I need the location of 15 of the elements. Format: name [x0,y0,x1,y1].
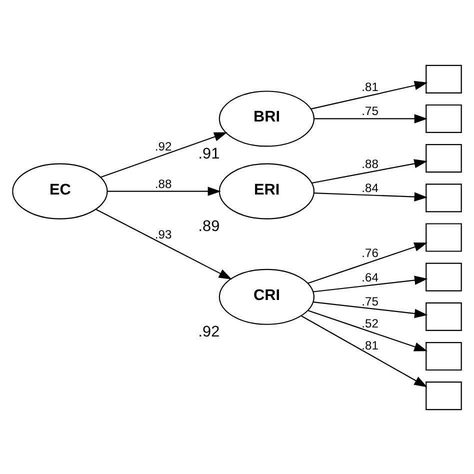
edge-label: .81 [362,338,378,352]
edge-label: .76 [362,246,378,260]
node-label: .92 [198,323,220,340]
edge-label: .81 [362,80,378,94]
edge-label: .75 [362,294,378,308]
edge-label: .93 [154,226,172,241]
edge-label: .52 [362,316,378,330]
edge-label: .64 [362,270,378,284]
edge-label: .84 [362,180,378,195]
node-label: .91 [198,145,220,162]
node-label: .89 [198,218,220,235]
edge-label: .88 [154,176,172,190]
edge-label: .88 [362,156,378,170]
edge-label: .75 [362,104,378,118]
edge-label: .92 [154,138,172,153]
